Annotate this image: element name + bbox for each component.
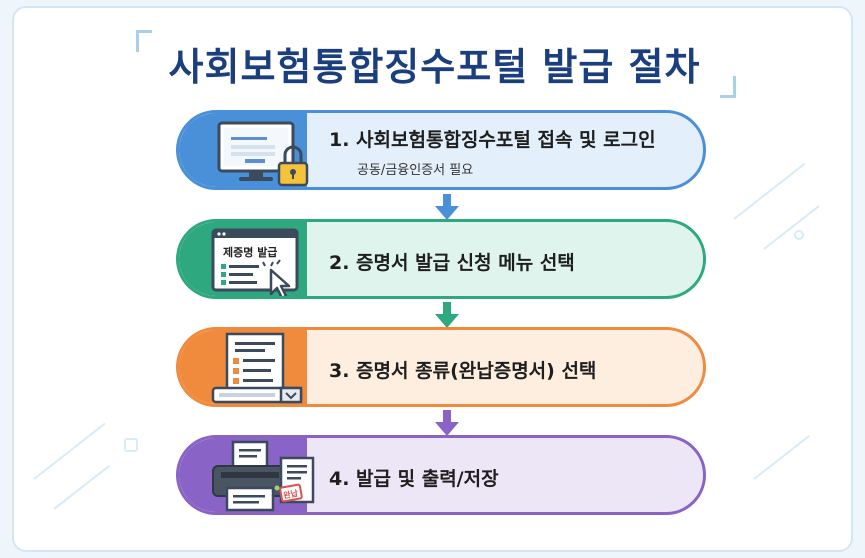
decor-circle xyxy=(794,230,804,240)
step-2-label: 2. 증명서 발급 신청 메뉴 선택 xyxy=(329,252,575,274)
page-title: 사회보험통합징수포털 발급 절차 xyxy=(168,45,701,89)
title-bracket-left xyxy=(136,30,152,52)
step-3-label: 3. 증명서 종류(완납증명서) 선택 xyxy=(329,360,597,382)
step-3-select: 3. 증명서 종류(완납증명서) 선택 xyxy=(176,327,706,407)
title-bracket-right xyxy=(720,76,736,98)
diagram-frame: 사회보험통합징수포털 발급 절차 1. 사회보험통합징수포털 접속 및 로그인 … xyxy=(12,6,853,552)
step-1-label: 1. 사회보험통합징수포털 접속 및 로그인 xyxy=(329,129,656,151)
decor-square xyxy=(124,438,138,452)
menu-click-icon: 제증명 발급 xyxy=(211,228,299,296)
step-1-login: 1. 사회보험통합징수포털 접속 및 로그인 공동/금융인증서 필요 xyxy=(176,110,706,190)
decor-line xyxy=(753,435,810,480)
arrow-down-icon xyxy=(435,410,459,436)
arrow-down-icon xyxy=(435,194,459,220)
decor-line xyxy=(53,465,110,510)
printer-icon: 완납 xyxy=(212,440,315,512)
step-1-sub: 공동/금융인증서 필요 xyxy=(357,163,474,178)
decor-line xyxy=(763,205,820,250)
document-select-icon xyxy=(211,332,303,404)
arrow-down-icon xyxy=(435,302,459,328)
step-2-menu: 제증명 발급 2. 증명서 발급 신청 메뉴 선택 xyxy=(176,219,706,299)
decor-line xyxy=(33,422,106,480)
title-area: 사회보험통합징수포털 발급 절차 xyxy=(14,30,851,100)
menu-text: 제증명 발급 xyxy=(223,245,277,259)
monitor-lock-icon xyxy=(217,121,309,187)
step-4-print: 완납 4. 발급 및 출력/저장 xyxy=(176,435,706,515)
decor-line xyxy=(733,162,806,220)
step-4-label: 4. 발급 및 출력/저장 xyxy=(329,468,499,490)
stamp-text: 완납 xyxy=(282,488,299,501)
